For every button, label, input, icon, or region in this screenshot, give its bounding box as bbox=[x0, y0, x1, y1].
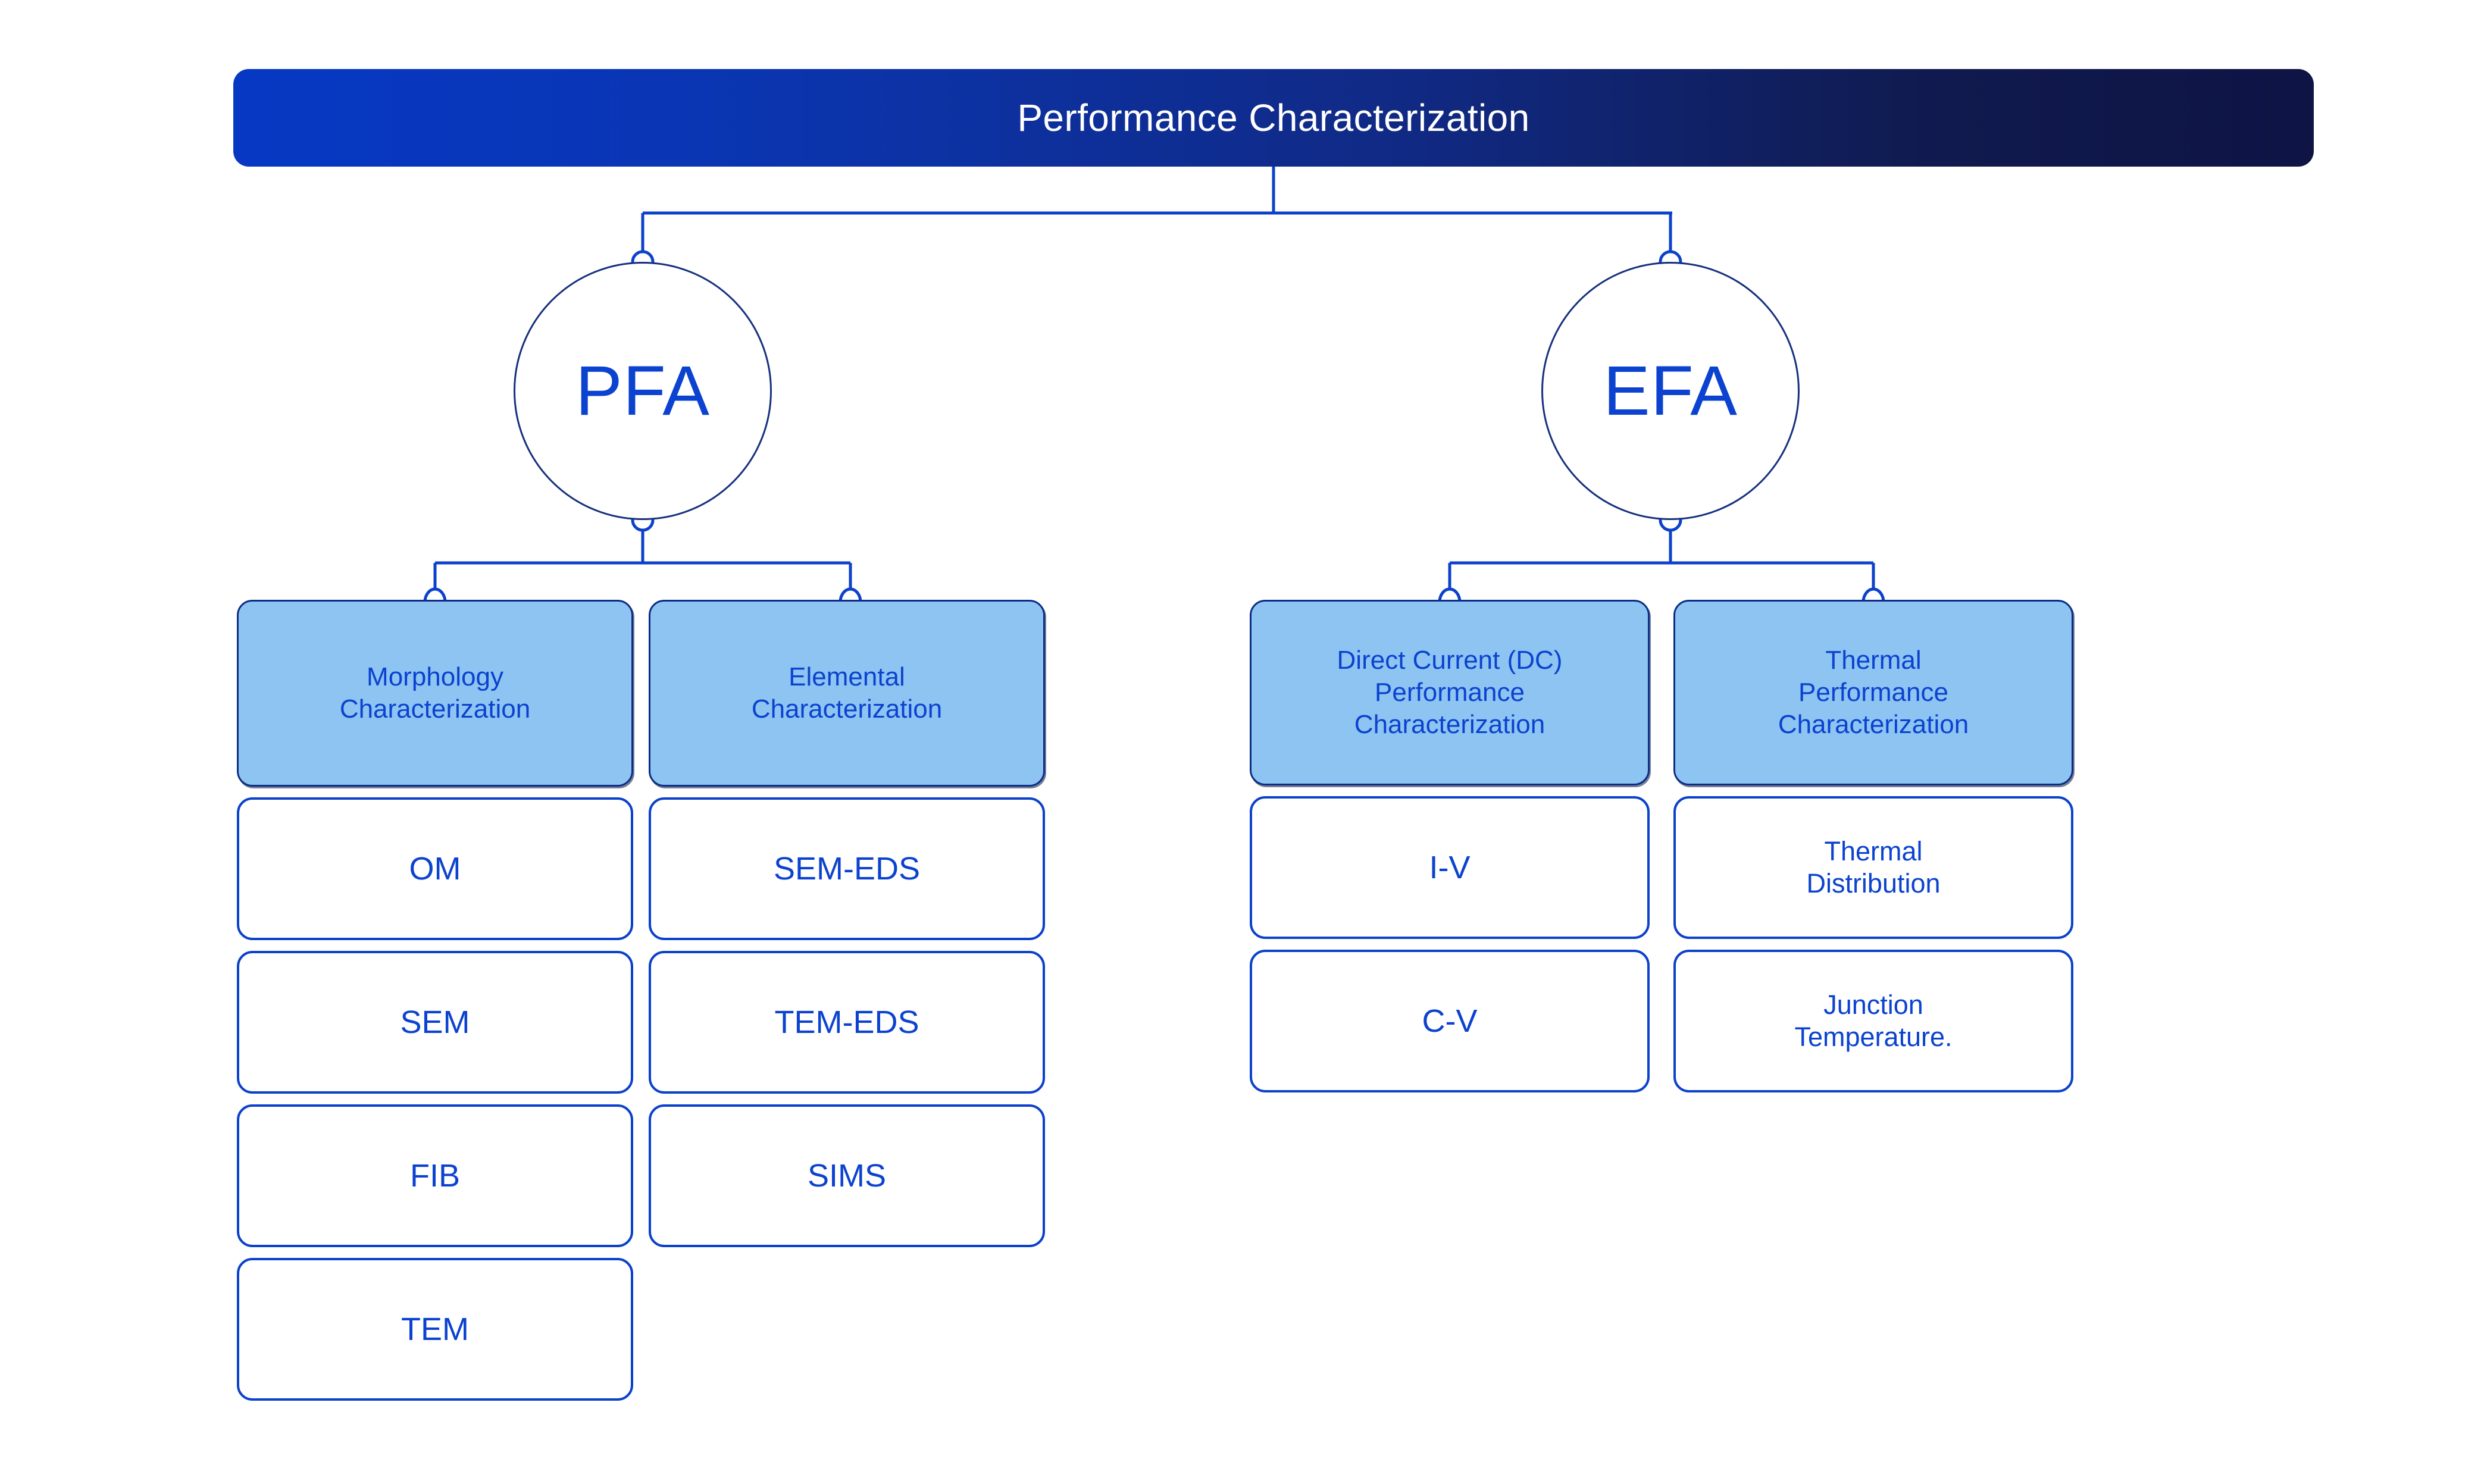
leaf-box-sem-eds[interactable]: SEM-EDS bbox=[649, 797, 1045, 940]
leaf-label: SIMS bbox=[807, 1157, 887, 1194]
leaf-box-tem[interactable]: TEM bbox=[237, 1258, 633, 1401]
category-label: Direct Current (DC) Performance Characte… bbox=[1337, 645, 1563, 740]
leaf-box-iv[interactable]: I-V bbox=[1250, 796, 1650, 939]
diagram-title-banner: Performance Characterization bbox=[233, 69, 2314, 167]
leaf-label: Junction Temperature. bbox=[1794, 990, 1953, 1052]
leaf-box-om[interactable]: OM bbox=[237, 797, 633, 940]
leaf-label: Thermal Distribution bbox=[1806, 836, 1941, 898]
leaf-label: TEM bbox=[401, 1311, 469, 1347]
leaf-box-thermal-distribution[interactable]: Thermal Distribution bbox=[1673, 796, 2073, 939]
category-box-thermal-performance[interactable]: Thermal Performance Characterization bbox=[1673, 600, 2073, 785]
leaf-label: FIB bbox=[409, 1157, 460, 1194]
hub-node-efa[interactable]: EFA bbox=[1541, 262, 1800, 520]
category-box-morphology[interactable]: Morphology Characterization bbox=[237, 600, 633, 787]
page-title: Performance Characterization bbox=[1017, 96, 1530, 139]
leaf-box-sem[interactable]: SEM bbox=[237, 951, 633, 1094]
category-box-elemental[interactable]: Elemental Characterization bbox=[649, 600, 1045, 787]
leaf-label: SEM bbox=[400, 1004, 470, 1040]
category-label: Elemental Characterization bbox=[751, 662, 943, 724]
category-label: Thermal Performance Characterization bbox=[1778, 645, 1969, 740]
column-morphology: Morphology Characterization OM SEM FIB T… bbox=[237, 600, 633, 1401]
leaf-box-sims[interactable]: SIMS bbox=[649, 1104, 1045, 1247]
column-dc-performance: Direct Current (DC) Performance Characte… bbox=[1250, 600, 1650, 1092]
leaf-label: C-V bbox=[1422, 1003, 1478, 1039]
leaf-label: SEM-EDS bbox=[773, 850, 921, 887]
column-elemental: Elemental Characterization SEM-EDS TEM-E… bbox=[649, 600, 1045, 1247]
leaf-box-tem-eds[interactable]: TEM-EDS bbox=[649, 951, 1045, 1094]
leaf-box-junction-temperature[interactable]: Junction Temperature. bbox=[1673, 950, 2073, 1092]
leaf-label: I-V bbox=[1429, 849, 1471, 885]
leaf-label: OM bbox=[409, 850, 461, 887]
column-thermal-performance: Thermal Performance Characterization The… bbox=[1673, 600, 2073, 1092]
hub-label-efa: EFA bbox=[1603, 352, 1738, 430]
hub-node-pfa[interactable]: PFA bbox=[514, 262, 772, 520]
leaf-box-cv[interactable]: C-V bbox=[1250, 950, 1650, 1092]
leaf-label: TEM-EDS bbox=[774, 1004, 919, 1040]
category-label: Morphology Characterization bbox=[339, 662, 531, 724]
hub-label-pfa: PFA bbox=[575, 352, 710, 430]
category-box-dc-performance[interactable]: Direct Current (DC) Performance Characte… bbox=[1250, 600, 1650, 785]
leaf-box-fib[interactable]: FIB bbox=[237, 1104, 633, 1247]
